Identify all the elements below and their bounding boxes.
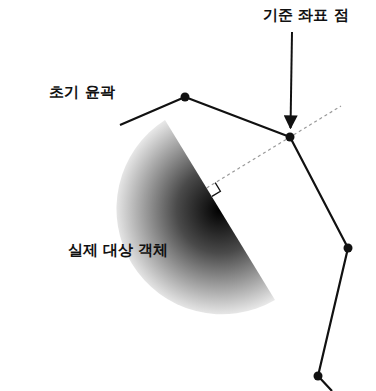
right-angle-mark	[212, 183, 221, 197]
reference-point-label: 기준 좌표 점	[261, 6, 350, 24]
normal-dashed-line	[207, 106, 341, 188]
half-disc-fill	[116, 120, 275, 314]
target-object: 실제 대상 객체	[50, 110, 290, 325]
pointer-arrow	[291, 32, 293, 128]
contour-label: 초기 윤곽	[47, 83, 116, 101]
half-disc-shape	[50, 110, 290, 325]
object-label: 실제 대상 객체	[68, 241, 168, 259]
